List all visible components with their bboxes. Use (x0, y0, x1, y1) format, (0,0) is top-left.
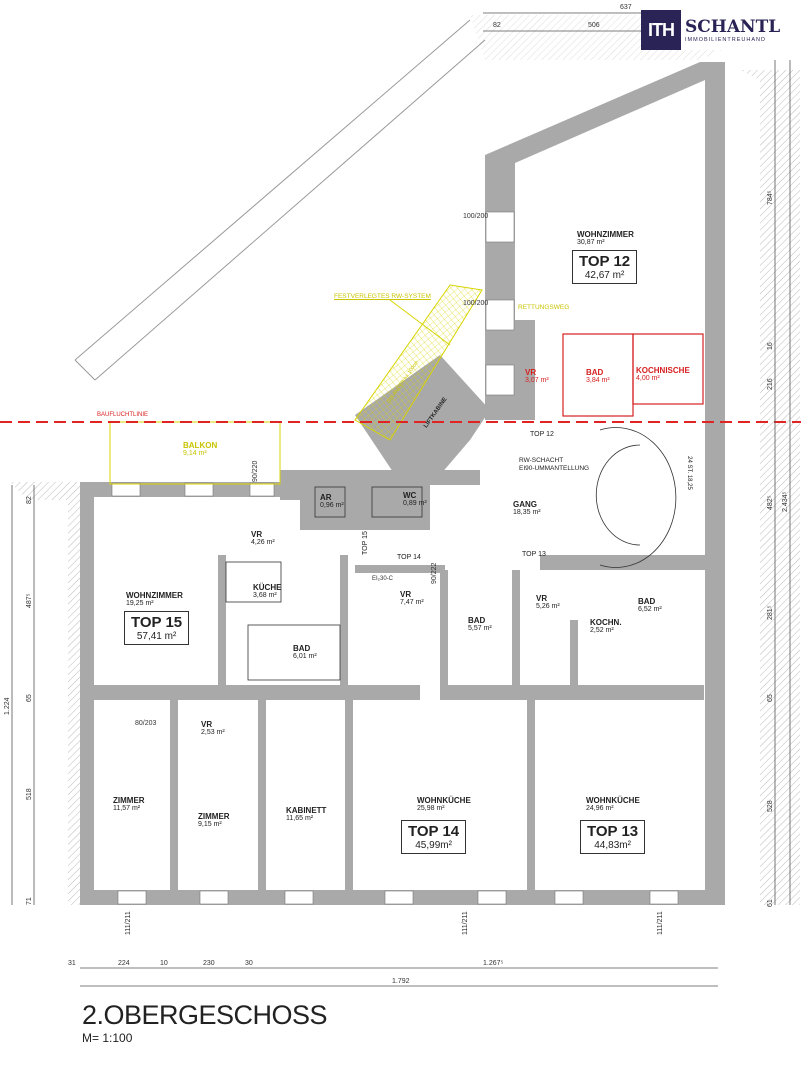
windows (111, 211, 679, 905)
door-marker-top13: TOP 13 (522, 551, 546, 558)
ummantellung-label: EI90-UMMANTELLUNG (519, 465, 590, 472)
dim-right-total: 2.434⁵ (782, 491, 789, 512)
scale-label: M= 1:100 (82, 1031, 133, 1045)
fire-rating: EI₂30-C (372, 576, 394, 582)
door-marker-top15: TOP 15 (362, 531, 369, 555)
door-dim: 90/222 (431, 562, 438, 584)
window-dim: 100/200 (463, 213, 489, 220)
room-outlines (225, 427, 677, 681)
dim-bottom-230: 230 (203, 960, 215, 967)
stairs-label: 24 ST. 18,25 (685, 456, 692, 490)
baufluchtlinie-label: BAUFLUCHTLINIE (97, 412, 149, 418)
dim-top-506: 506 (588, 22, 600, 29)
door-marker-top14: TOP 14 (397, 554, 421, 561)
dim-bottom-30: 30 (245, 960, 253, 967)
room-kochn-top13: KOCHN.2,52 m² (590, 618, 622, 635)
red-planned-rooms (562, 333, 704, 417)
dim-right: 65 (767, 694, 774, 702)
logo-brand: SCHANTL (685, 17, 781, 37)
dim-left: 65 (26, 694, 33, 702)
dim-left-total: 1.224 (4, 697, 11, 715)
logo-subtitle: IMMOBILIENTREUHAND (685, 37, 766, 43)
dim-right: 281⁵ (767, 605, 774, 620)
logo-mark: ITH (641, 10, 681, 50)
dim-bottom-31: 31 (68, 960, 76, 967)
dim-left: 82 (26, 496, 33, 504)
window-dim: 111/211 (125, 911, 132, 935)
dim-right: 61 (767, 899, 774, 907)
dim-bottom-1267: 1.267⁵ (483, 960, 504, 967)
dim-bottom-224: 224 (118, 960, 130, 967)
dim-right: 16 (767, 342, 774, 350)
dim-left: 71 (26, 897, 33, 905)
window-dim: 111/211 (657, 911, 664, 935)
rw-system-label: FESTVERLEGTES RW-SYSTEM (334, 293, 431, 300)
dim-top-82: 82 (493, 22, 501, 29)
dim-right: 784⁵ (767, 190, 774, 205)
dim-bottom-total: 1.792 (392, 978, 410, 985)
dim-left: 487⁵ (26, 593, 33, 608)
dim-right: 528 (767, 800, 774, 812)
dim-bottom-10: 10 (160, 960, 168, 967)
rw-schacht-label: RW-SCHACHT (519, 457, 564, 464)
dim-top-637: 637 (620, 4, 632, 11)
window-dim: 111/211 (462, 911, 469, 935)
dim-right: 482⁵ (767, 495, 774, 510)
window-dim: 90/220 (252, 460, 259, 482)
dim-right: 216 (767, 378, 774, 390)
window-dim: 100/200 (463, 300, 489, 307)
dim-left: 518 (26, 788, 33, 800)
door-dim: 80/203 (135, 720, 157, 727)
balcony (109, 284, 483, 485)
door-marker-top12: TOP 12 (530, 431, 554, 438)
rettungsweg-label: RETTUNGSWEG (518, 304, 570, 311)
floor-title: 2.OBERGESCHOSS (82, 1000, 328, 1030)
